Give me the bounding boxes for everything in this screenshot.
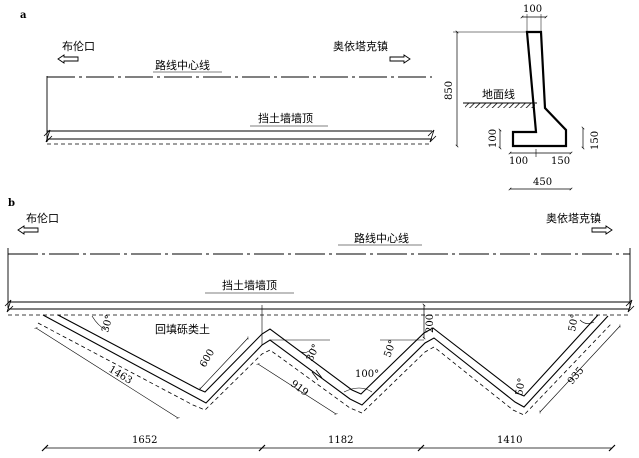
dim-600: 600 — [198, 347, 217, 369]
zigzag-dashed — [37, 322, 613, 416]
panel-b: b 布伦口 奥依塔克镇 路线中心线 挡土墙墙顶 — [4, 198, 635, 452]
angle-label-5: 50° — [567, 313, 581, 332]
dim-1463-line — [34, 327, 180, 419]
ground-label: 地面线 — [482, 87, 515, 101]
panel-b-left-arrow-icon — [17, 225, 39, 235]
dim-heel-width: 150 — [551, 156, 570, 167]
panel-a-left-arrow-icon — [57, 54, 79, 64]
panel-a-wall-top-label: 挡土墙墙顶 — [258, 111, 313, 125]
panel-b-right-direction: 奥依塔克镇 — [546, 211, 601, 225]
panel-a-right-arrow-icon — [389, 54, 411, 64]
dim-919-line — [256, 363, 338, 415]
angle-label-4: 100° — [355, 369, 379, 380]
dim-toe-width: 100 — [509, 156, 528, 167]
ground-hatch — [465, 103, 535, 108]
dim-top-width: 100 — [523, 4, 542, 15]
wall-section-outline — [511, 30, 568, 148]
span-tick-0 — [41, 444, 49, 452]
span-tick-3 — [608, 444, 616, 452]
angle-label-3: 50° — [382, 339, 398, 359]
panel-a-left-direction: 布伦口 — [62, 39, 95, 53]
panel-b-left-direction: 布伦口 — [26, 211, 59, 225]
angle-arc-5 — [579, 319, 595, 324]
angle-label-6: 50° — [514, 377, 528, 396]
dim-935-line — [539, 324, 621, 414]
dim-height: 850 — [444, 81, 455, 100]
panel-a-right-direction: 奥依塔克镇 — [333, 39, 388, 53]
angle-arc-4 — [343, 387, 373, 393]
panel-a-tag: a — [20, 10, 27, 21]
panel-b-break-right — [625, 299, 635, 313]
panel-a: a 布伦口 奥依塔克镇 路线中心线 挡土墙墙顶 地面线 — [20, 4, 601, 191]
zigzag-wall — [37, 314, 613, 416]
panel-a-centerline-label: 路线中心线 — [155, 58, 210, 72]
span-dim-3: 1410 — [497, 435, 522, 446]
panel-a-wall-section: 地面线 100 850 100 100 150 150 450 — [444, 4, 601, 191]
zigzag-outer — [42, 314, 609, 408]
dim-base-width: 450 — [533, 177, 552, 188]
dim-200: 200 — [425, 314, 436, 333]
dim-footing-depth: 100 — [488, 129, 499, 148]
span-dim-1: 1652 — [132, 435, 157, 446]
panel-b-right-arrow-icon — [591, 225, 613, 235]
dim-935: 935 — [566, 365, 587, 387]
panel-b-tag: b — [8, 198, 15, 209]
panel-a-break-right — [427, 129, 437, 143]
panel-b-centerline-label: 路线中心线 — [354, 231, 409, 245]
panel-b-break-left — [4, 299, 14, 313]
backfill-label: 回填砾类土 — [155, 322, 210, 336]
dim-heel-height: 150 — [590, 131, 601, 150]
dim-1463: 1463 — [106, 364, 133, 387]
angle-label-2: 30° — [305, 343, 322, 364]
span-tick-1 — [258, 444, 266, 452]
panel-a-break-left — [43, 129, 53, 143]
panel-b-wall-top-label: 挡土墙墙顶 — [222, 278, 277, 292]
dim-919-break — [311, 369, 323, 381]
zigzag-inner — [57, 314, 599, 397]
span-tick-2 — [417, 444, 425, 452]
angle-arc-2 — [297, 347, 313, 353]
span-dim-2: 1182 — [328, 435, 353, 446]
dim-600-line — [199, 336, 249, 391]
angle-label-1: 30° — [100, 314, 115, 334]
